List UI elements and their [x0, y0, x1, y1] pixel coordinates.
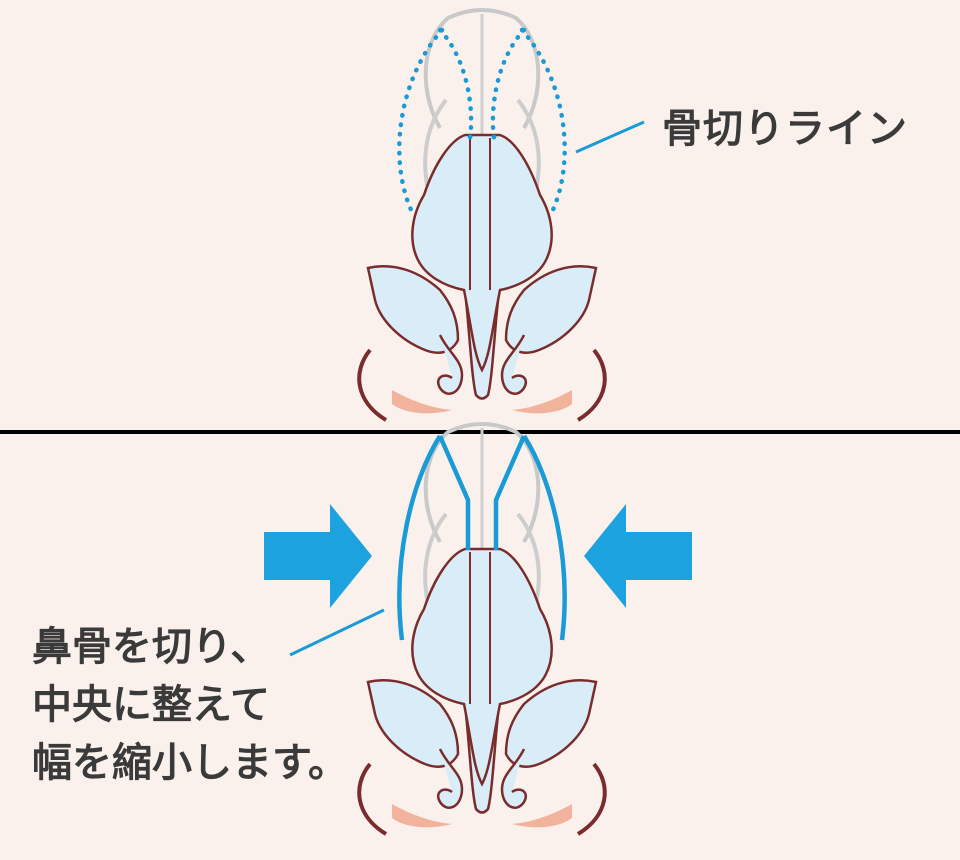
- description-line-3: 幅を縮小します。: [32, 740, 348, 786]
- osteotomy-dotted-line-right: [490, 27, 567, 215]
- procedure-description: 鼻骨を切り、 中央に整えて 幅を縮小します。: [32, 618, 392, 792]
- narrowed-bone-line-left: [397, 434, 471, 641]
- description-line-2: 中央に整えて: [32, 682, 270, 728]
- arrow-left-icon: [584, 504, 692, 608]
- description-line-1: 鼻骨を切り、: [32, 624, 271, 670]
- description-leader-line: [289, 608, 385, 657]
- osteotomy-dotted-line-left: [397, 27, 474, 215]
- after-nose-illustration: [357, 422, 607, 836]
- osteotomy-leader-line: [575, 120, 645, 154]
- narrowed-bone-line-right: [493, 434, 567, 641]
- osteotomy-line-label: 骨切りライン: [662, 106, 908, 152]
- before-nose-illustration: [357, 8, 607, 422]
- arrow-right-icon: [264, 504, 372, 608]
